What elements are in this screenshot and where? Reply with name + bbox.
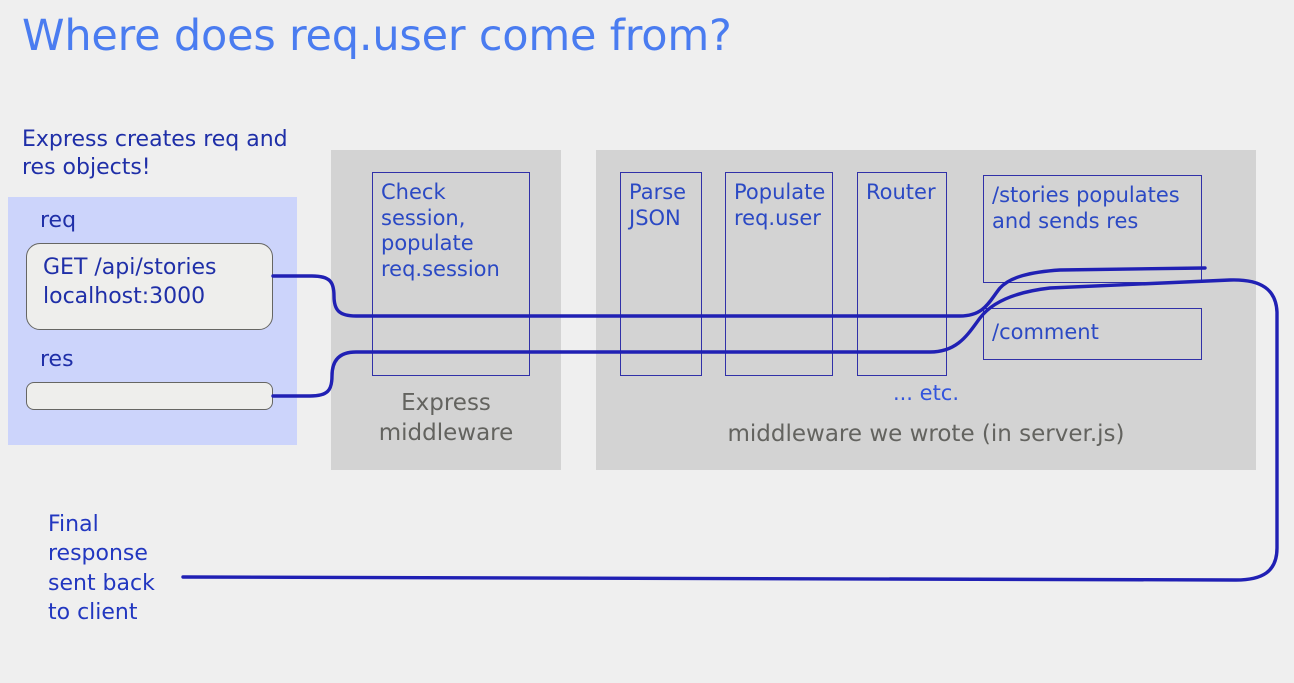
req-label: req: [40, 208, 77, 233]
req-object-box: GET /api/stories localhost:3000: [26, 243, 273, 330]
middleware-box-check-session-label: Check session, populate req.session: [381, 180, 500, 281]
req-object-text: GET /api/stories localhost:3000: [43, 255, 217, 309]
etc-label: ... etc.: [892, 381, 960, 405]
middleware-box-parse-json: Parse JSON: [620, 172, 702, 376]
route-box-stories-label: /stories populates and sends res: [992, 183, 1180, 233]
route-box-comment: /comment: [983, 308, 1202, 360]
middleware-box-router: Router: [857, 172, 947, 376]
middleware-box-populate-requser: Populate req.user: [725, 172, 833, 376]
page-title: Where does req.user come from?: [22, 11, 732, 61]
middleware-box-populate-requser-label: Populate req.user: [734, 180, 826, 230]
res-label: res: [40, 347, 74, 372]
res-object-box: [26, 382, 273, 410]
our-middleware-caption: middleware we wrote (in server.js): [727, 421, 1125, 447]
express-creates-note: Express creates req and res objects!: [22, 127, 288, 181]
middleware-box-parse-json-label: Parse JSON: [629, 180, 687, 230]
middleware-box-router-label: Router: [866, 180, 936, 204]
route-box-stories: /stories populates and sends res: [983, 175, 1202, 283]
middleware-box-check-session: Check session, populate req.session: [372, 172, 530, 376]
route-box-comment-label: /comment: [992, 320, 1099, 344]
express-middleware-caption: Express middleware: [378, 390, 514, 446]
final-response-note: Final response sent back to client: [48, 512, 155, 625]
